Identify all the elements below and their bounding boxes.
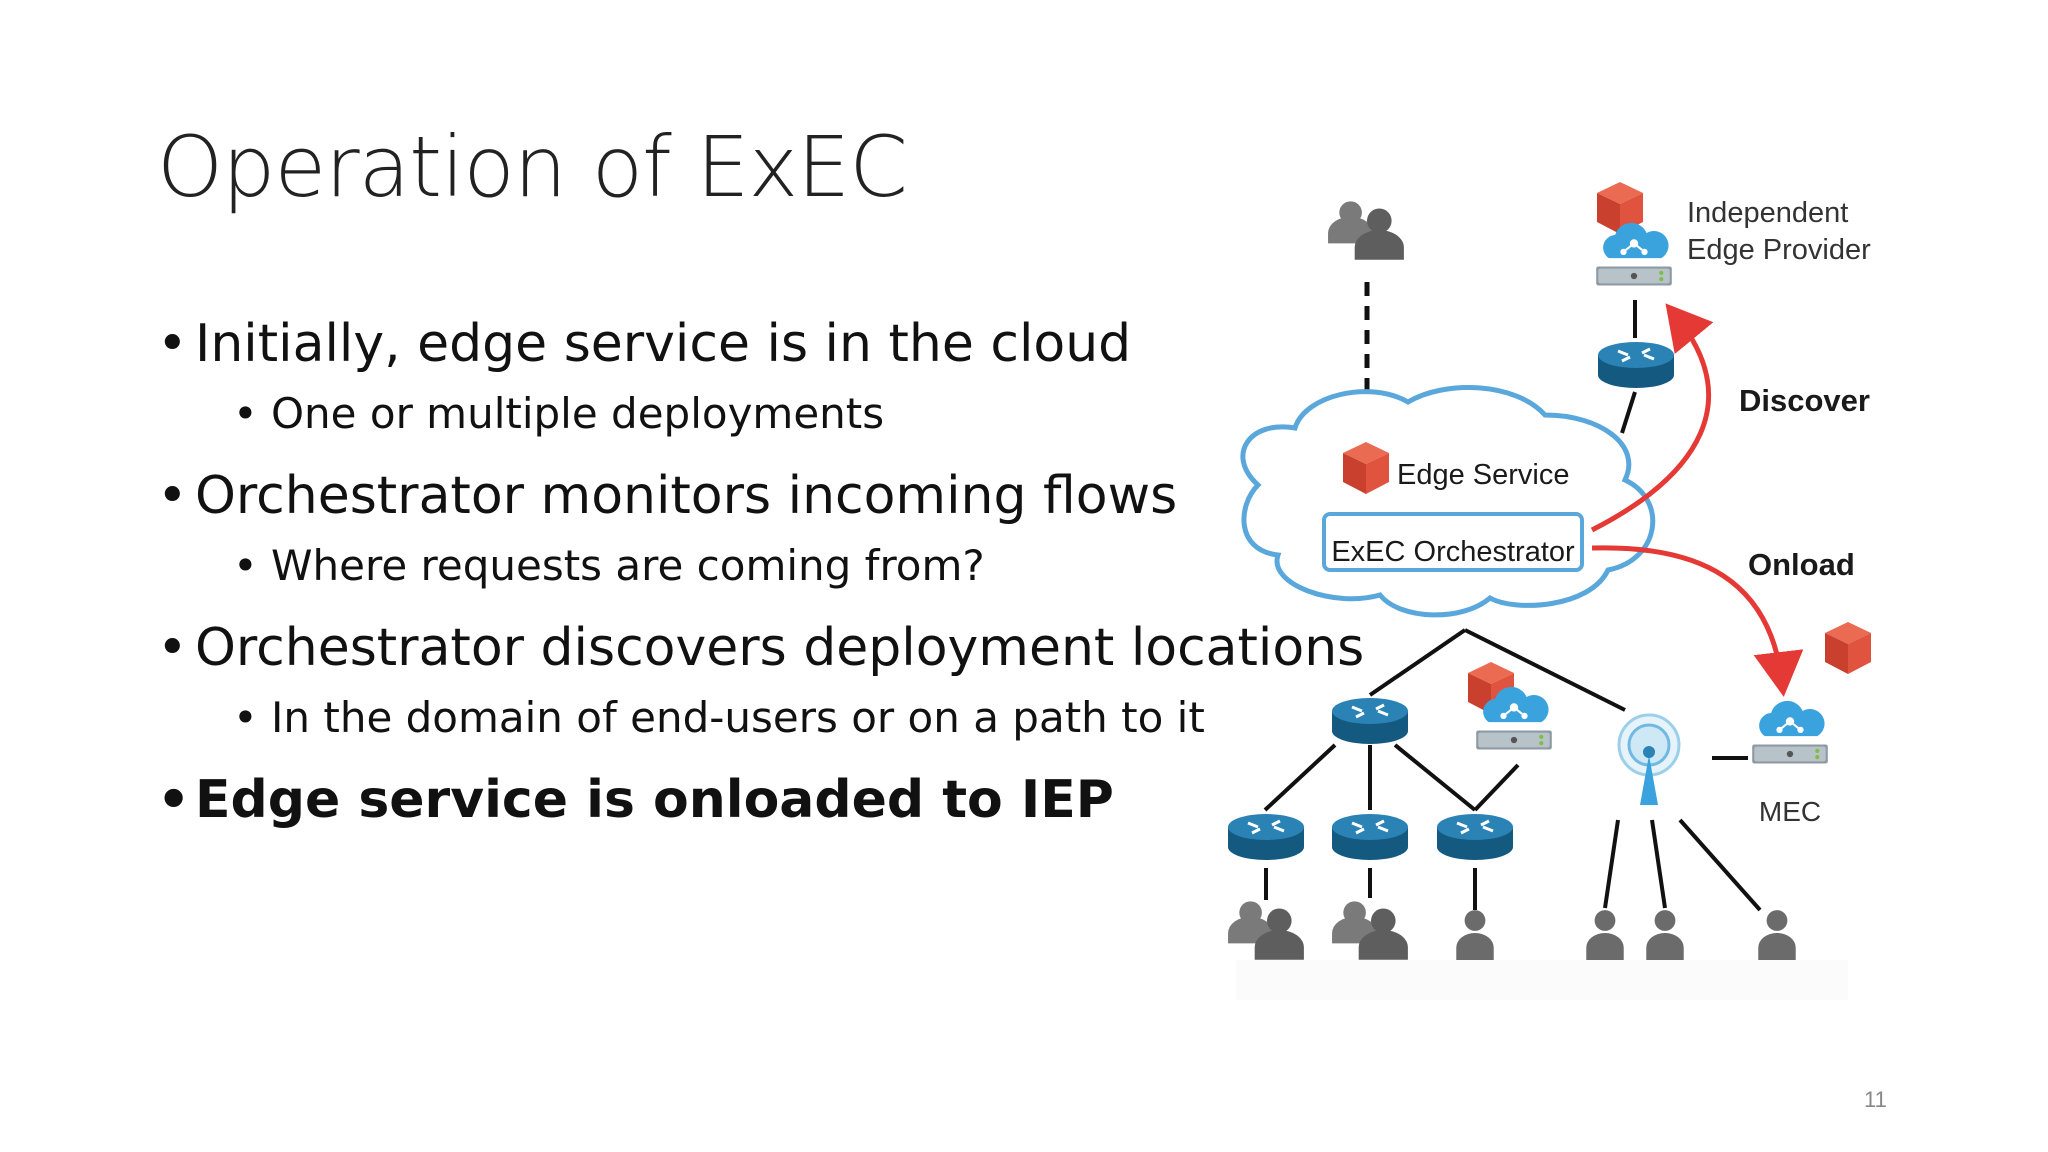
mec-server-icon: [1750, 699, 1830, 765]
bullet-item: •Initially, edge service is in the cloud: [157, 318, 1131, 370]
cloud-shape: [1240, 385, 1656, 618]
diagram-backdrop: [1236, 960, 1848, 1000]
page-number: 11: [1864, 1087, 1887, 1112]
edge-service-label: Edge Service: [1397, 459, 1570, 491]
bullet-item-highlight: •Edge service is onloaded to IEP: [157, 774, 1114, 826]
bullet-text: Edge service is onloaded to IEP: [195, 770, 1114, 830]
bullet-text: Orchestrator monitors incoming flows: [195, 466, 1178, 526]
bullet-dot: •: [233, 389, 258, 438]
bullet-text: Initially, edge service is in the cloud: [195, 314, 1132, 374]
slide-title: Operation of ExEC: [157, 118, 908, 216]
sub-bullet-item: •Where requests are coming from?: [233, 545, 985, 587]
bullet-dot: •: [233, 693, 258, 742]
sub-bullet-item: •In the domain of end-users or on a path…: [233, 697, 1205, 739]
bullet-dot: •: [157, 618, 188, 678]
access-router-icon: [1435, 812, 1515, 862]
network-links: [1263, 300, 1762, 912]
discover-arrow: [1590, 303, 1714, 533]
iep-server-icon: [1594, 221, 1674, 287]
iep-label-line1: Independent: [1687, 197, 1848, 229]
user-icon: [1586, 910, 1624, 960]
aggregation-router-icon: [1330, 696, 1410, 746]
bullet-item: •Orchestrator monitors incoming flows: [157, 470, 1177, 522]
onload-arrow: [1591, 545, 1804, 697]
user-icon: [1646, 910, 1684, 960]
iep-label-line2: Edge Provider: [1687, 234, 1871, 266]
exec-network-diagram: Edge Service ExEC Orchestrator Independe…: [1226, 182, 1871, 1000]
onload-label: Onload: [1748, 547, 1855, 582]
iep-router-icon: [1596, 340, 1676, 390]
bullet-dot: •: [233, 541, 258, 590]
bullet-text: Orchestrator discovers deployment locati…: [195, 618, 1365, 678]
user-icon: [1758, 910, 1796, 960]
access-router-icon: [1330, 812, 1410, 862]
bullet-text: Where requests are coming from?: [271, 541, 985, 590]
mec-package-icon: [1825, 622, 1871, 674]
bullet-dot: •: [157, 770, 191, 830]
users-group-icon: [1328, 201, 1404, 260]
user-icon: [1456, 910, 1494, 960]
cell-tower-icon: [1617, 713, 1681, 805]
bullet-text: In the domain of end-users or on a path …: [271, 693, 1205, 742]
orchestrator-label: ExEC Orchestrator: [1331, 536, 1575, 568]
bullet-dot: •: [157, 466, 188, 526]
sub-bullet-item: •One or multiple deployments: [233, 393, 884, 435]
orchestrator-box: [1322, 512, 1584, 572]
bullet-dot: •: [157, 314, 188, 374]
bullet-item: •Orchestrator discovers deployment locat…: [157, 622, 1364, 674]
access-router-icon: [1226, 812, 1306, 862]
mec-label: MEC: [1759, 796, 1821, 827]
users-group-icon: [1228, 901, 1304, 960]
discover-label: Discover: [1739, 383, 1870, 418]
bullet-text: One or multiple deployments: [271, 389, 885, 438]
users-group-icon: [1332, 901, 1408, 960]
